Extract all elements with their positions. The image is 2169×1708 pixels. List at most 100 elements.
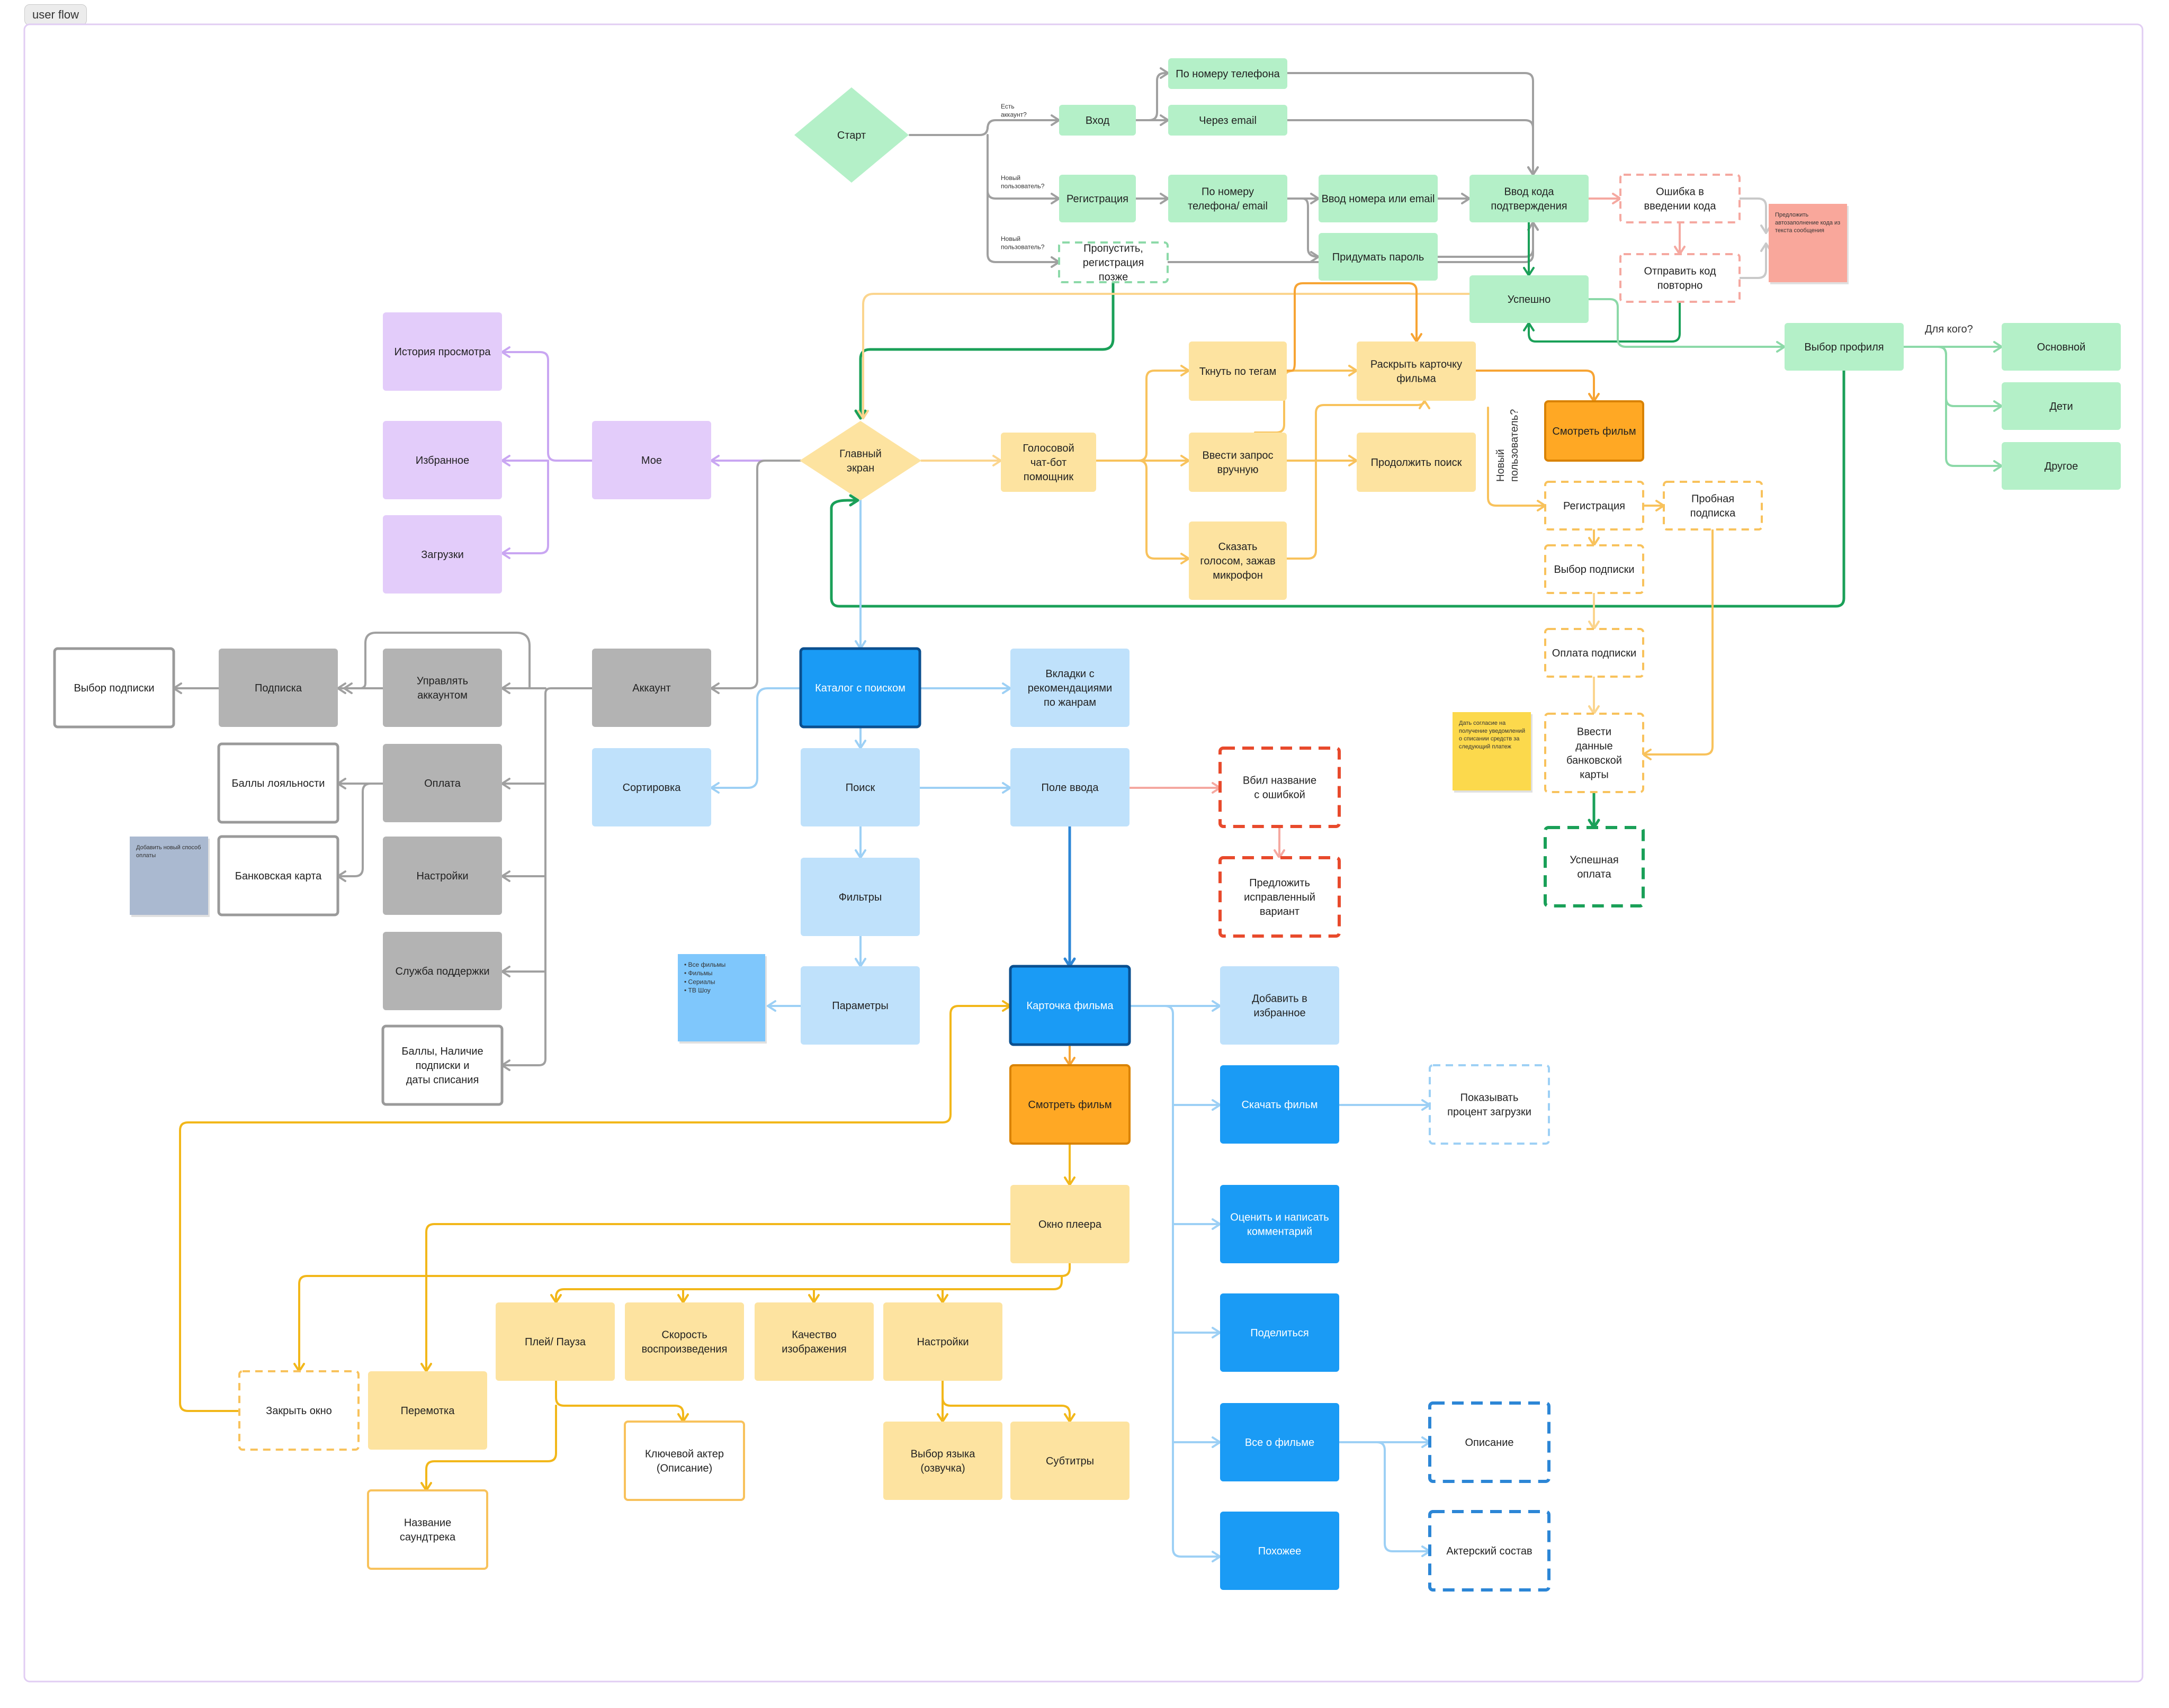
node-choose-profile[interactable]: Выбор профиля	[1785, 323, 1904, 371]
connector-arrow	[501, 460, 549, 554]
node-similar[interactable]: Похожее	[1220, 1512, 1339, 1590]
node-share[interactable]: Поделиться	[1220, 1293, 1339, 1372]
node-by-phone[interactable]: По номеру телефона	[1168, 58, 1287, 89]
node-by-email[interactable]: Через email	[1168, 105, 1287, 136]
node-pay-sub[interactable]: Оплата подписки	[1544, 628, 1644, 678]
node-subtitles[interactable]: Субтитры	[1010, 1422, 1130, 1500]
node-play-pause[interactable]: Плей/ Пауза	[496, 1302, 615, 1381]
node-continue-search[interactable]: Продолжить поиск	[1357, 433, 1476, 492]
node-film-card[interactable]: Карточка фильма	[1009, 965, 1131, 1046]
connector-arrow	[909, 119, 1060, 136]
node-about[interactable]: Все о фильме	[1220, 1403, 1339, 1481]
node-my[interactable]: Мое	[592, 421, 711, 499]
connector-arrow	[942, 1397, 1071, 1423]
node-settings-player[interactable]: Настройки	[883, 1302, 1002, 1381]
node-choose-sub[interactable]: Выбор подписки	[53, 647, 175, 729]
node-profile-other[interactable]: Другое	[2002, 442, 2121, 490]
node-enter-number-email[interactable]: Ввод номера или email	[1319, 175, 1438, 222]
connector-arrow	[1487, 407, 1546, 507]
node-catalog[interactable]: Каталог с поиском	[799, 647, 921, 729]
connector-arrow	[179, 1005, 1011, 1412]
connector-arrow	[425, 1223, 1011, 1372]
node-tap-tags[interactable]: Ткнуть по тегам	[1189, 341, 1287, 401]
node-params[interactable]: Параметры	[801, 966, 920, 1045]
node-reg-sub[interactable]: Регистрация	[1544, 481, 1644, 531]
node-profile-kids[interactable]: Дети	[2002, 382, 2121, 430]
node-bank-card[interactable]: Банковская карта	[217, 835, 339, 916]
node-history[interactable]: История просмотра	[383, 312, 502, 391]
connector-arrow	[859, 281, 1115, 420]
node-loyalty[interactable]: Баллы лояльности	[217, 742, 339, 824]
connector-arrow	[1167, 221, 1534, 263]
node-downloads[interactable]: Загрузки	[383, 515, 502, 594]
node-download[interactable]: Скачать фильм	[1220, 1065, 1339, 1144]
connector-arrow	[830, 369, 1845, 608]
node-support[interactable]: Служба поддержки	[383, 932, 502, 1010]
node-login[interactable]: Вход	[1059, 105, 1136, 136]
frame-title[interactable]: user flow	[24, 4, 87, 25]
node-profile-main[interactable]: Основной	[2002, 323, 2121, 371]
connector-arrow	[1376, 1441, 1431, 1552]
node-subscription[interactable]: Подписка	[219, 649, 338, 727]
node-payment[interactable]: Оплата	[383, 744, 502, 822]
connector-arrow	[1642, 528, 1714, 756]
connector-arrow	[555, 1380, 684, 1423]
node-close-window[interactable]: Закрыть окно	[238, 1370, 360, 1451]
node-create-password[interactable]: Придумать пароль	[1319, 233, 1438, 281]
node-language[interactable]: Выбор языка(озвучка)	[883, 1422, 1002, 1500]
node-registration[interactable]: Регистрация	[1059, 175, 1136, 222]
node-description[interactable]: Описание	[1428, 1401, 1550, 1483]
connector-arrow	[1286, 119, 1534, 176]
node-watch-film[interactable]: Смотреть фильм	[1009, 1064, 1131, 1145]
node-watch-film-top[interactable]: Смотреть фильм	[1544, 400, 1644, 462]
node-key-actor[interactable]: Ключевой актер(Описание)	[624, 1421, 745, 1501]
node-player[interactable]: Окно плеера	[1010, 1185, 1130, 1263]
arrowhead	[857, 410, 869, 419]
connector-arrow	[710, 460, 802, 689]
arrowhead	[849, 494, 859, 507]
node-search[interactable]: Поиск	[801, 748, 920, 826]
node-filters[interactable]: Фильтры	[801, 858, 920, 936]
connector-arrow	[501, 351, 593, 462]
connector-arrow	[1738, 197, 1767, 234]
sticky-note-blue[interactable]: • Все фильмы• Фильмы• Сериалы• ТВ Шоу	[678, 954, 767, 1044]
connector-arrow	[1738, 242, 1767, 279]
node-input-field[interactable]: Поле ввода	[1010, 748, 1130, 826]
node-rewind[interactable]: Перемотка	[368, 1371, 487, 1450]
node-cast[interactable]: Актерский состав	[1428, 1510, 1550, 1592]
connector-arrow	[1286, 282, 1418, 372]
node-settings-acc[interactable]: Настройки	[383, 837, 502, 915]
node-success[interactable]: Успешно	[1469, 275, 1589, 323]
node-sorting[interactable]: Сортировка	[592, 748, 711, 826]
node-account[interactable]: Аккаунт	[592, 649, 711, 727]
node-choose-sub-top[interactable]: Выбор подписки	[1544, 544, 1644, 594]
node-favorites[interactable]: Избранное	[383, 421, 502, 499]
connector-arrow	[1475, 370, 1595, 402]
